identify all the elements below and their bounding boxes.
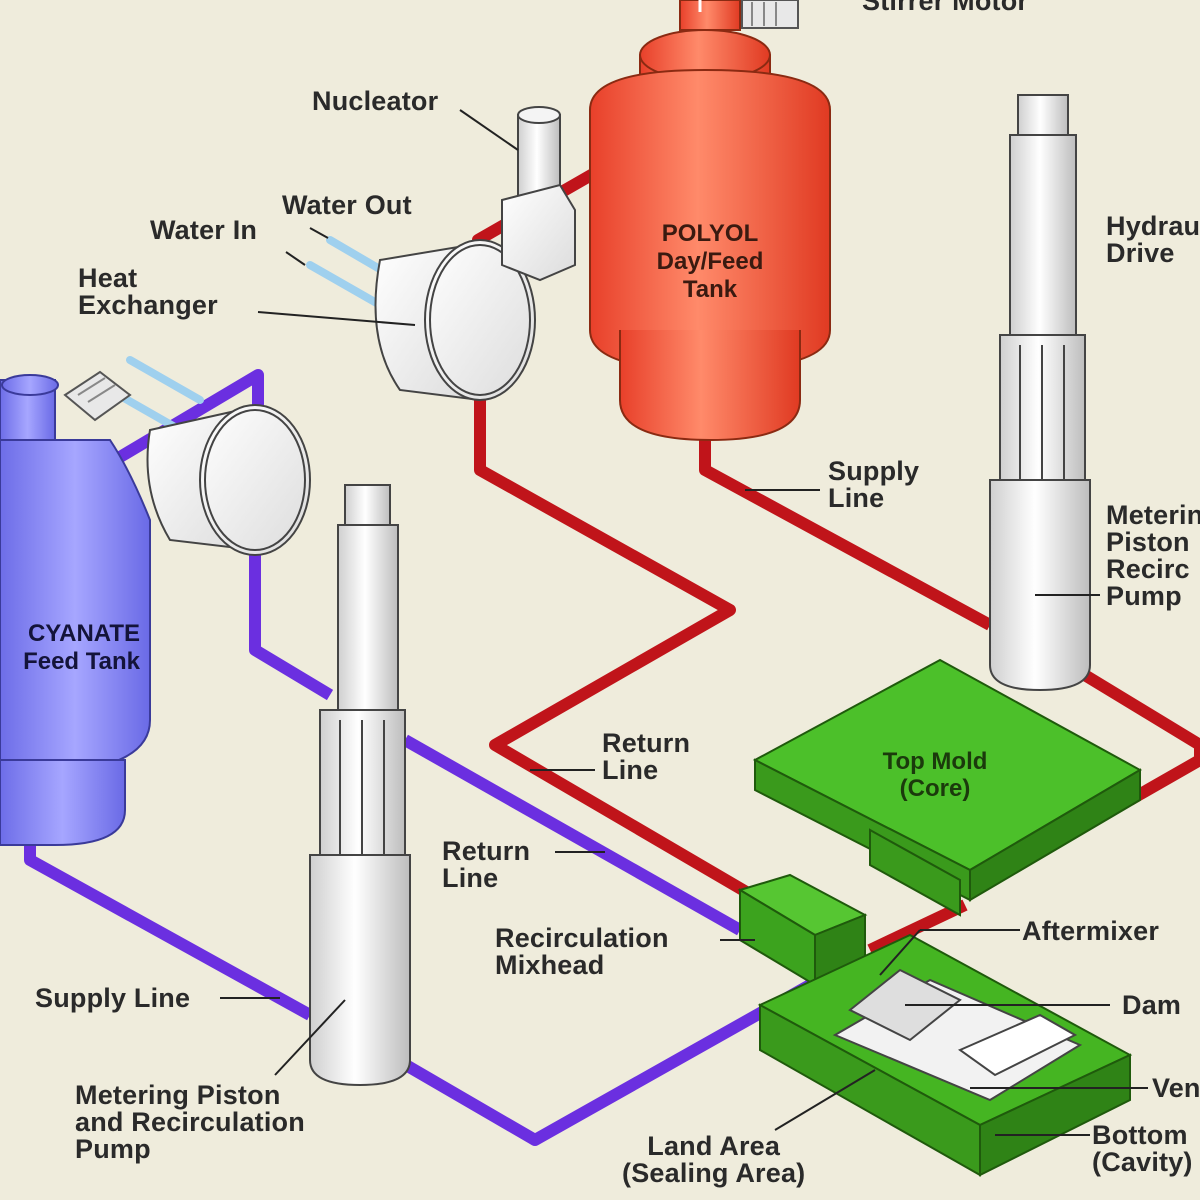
heat-exchanger-polyol	[374, 239, 536, 402]
polyol-supply-line	[699, 440, 1200, 956]
label-water-out: Water Out	[282, 190, 412, 220]
label-polyol-tank: POLYOL Day/Feed Tank	[656, 220, 764, 303]
label-metering-right: Metering Piston Recirc Pump	[1106, 500, 1200, 611]
label-return-line-red: Return Line	[602, 728, 691, 785]
label-water-in: Water In	[150, 215, 258, 245]
polyol-return-line	[474, 400, 764, 906]
iso-stirrer-motor	[63, 370, 132, 422]
label-recirculation-mixhead: Recirculation Mixhead	[495, 923, 669, 980]
heat-exchanger-iso	[146, 404, 311, 556]
label-bottom-mold: Bottom (Cavity)	[1092, 1120, 1193, 1177]
label-return-line-blue: Return Line	[442, 836, 531, 893]
label-supply-line-left: Supply Line	[35, 983, 191, 1013]
label-isocyanate-tank: CYANATE Feed Tank	[23, 620, 140, 675]
label-dam: Dam	[1122, 990, 1182, 1020]
label-top-mold: Top Mold (Core)	[882, 748, 988, 802]
label-nucleator: Nucleator	[312, 86, 439, 116]
label-supply-line-right: Supply Line	[828, 456, 920, 513]
polyol-tank	[589, 0, 831, 442]
label-heat-exchanger: Heat Exchanger	[78, 263, 218, 320]
label-metering-left: Metering Piston and Recirculation Pump	[75, 1080, 305, 1164]
nucleator	[501, 106, 576, 282]
isocyanate-lines	[24, 369, 813, 1146]
metering-pump-right	[989, 94, 1091, 692]
label-aftermixer: Aftermixer	[1022, 916, 1160, 946]
isocyanate-tank	[0, 374, 151, 846]
label-stirrer-motor: Stirrer Motor	[862, 0, 1029, 16]
metering-pump-left	[309, 484, 411, 1087]
stirrer-motor	[741, 0, 799, 29]
label-hydraulic-drive: Hydraulic Drive	[1106, 211, 1200, 268]
label-vent: Vent	[1152, 1073, 1200, 1103]
label-land-area: Land Area (Sealing Area)	[622, 1131, 806, 1188]
top-mold	[752, 658, 1143, 917]
leader-lines	[220, 109, 1148, 1136]
